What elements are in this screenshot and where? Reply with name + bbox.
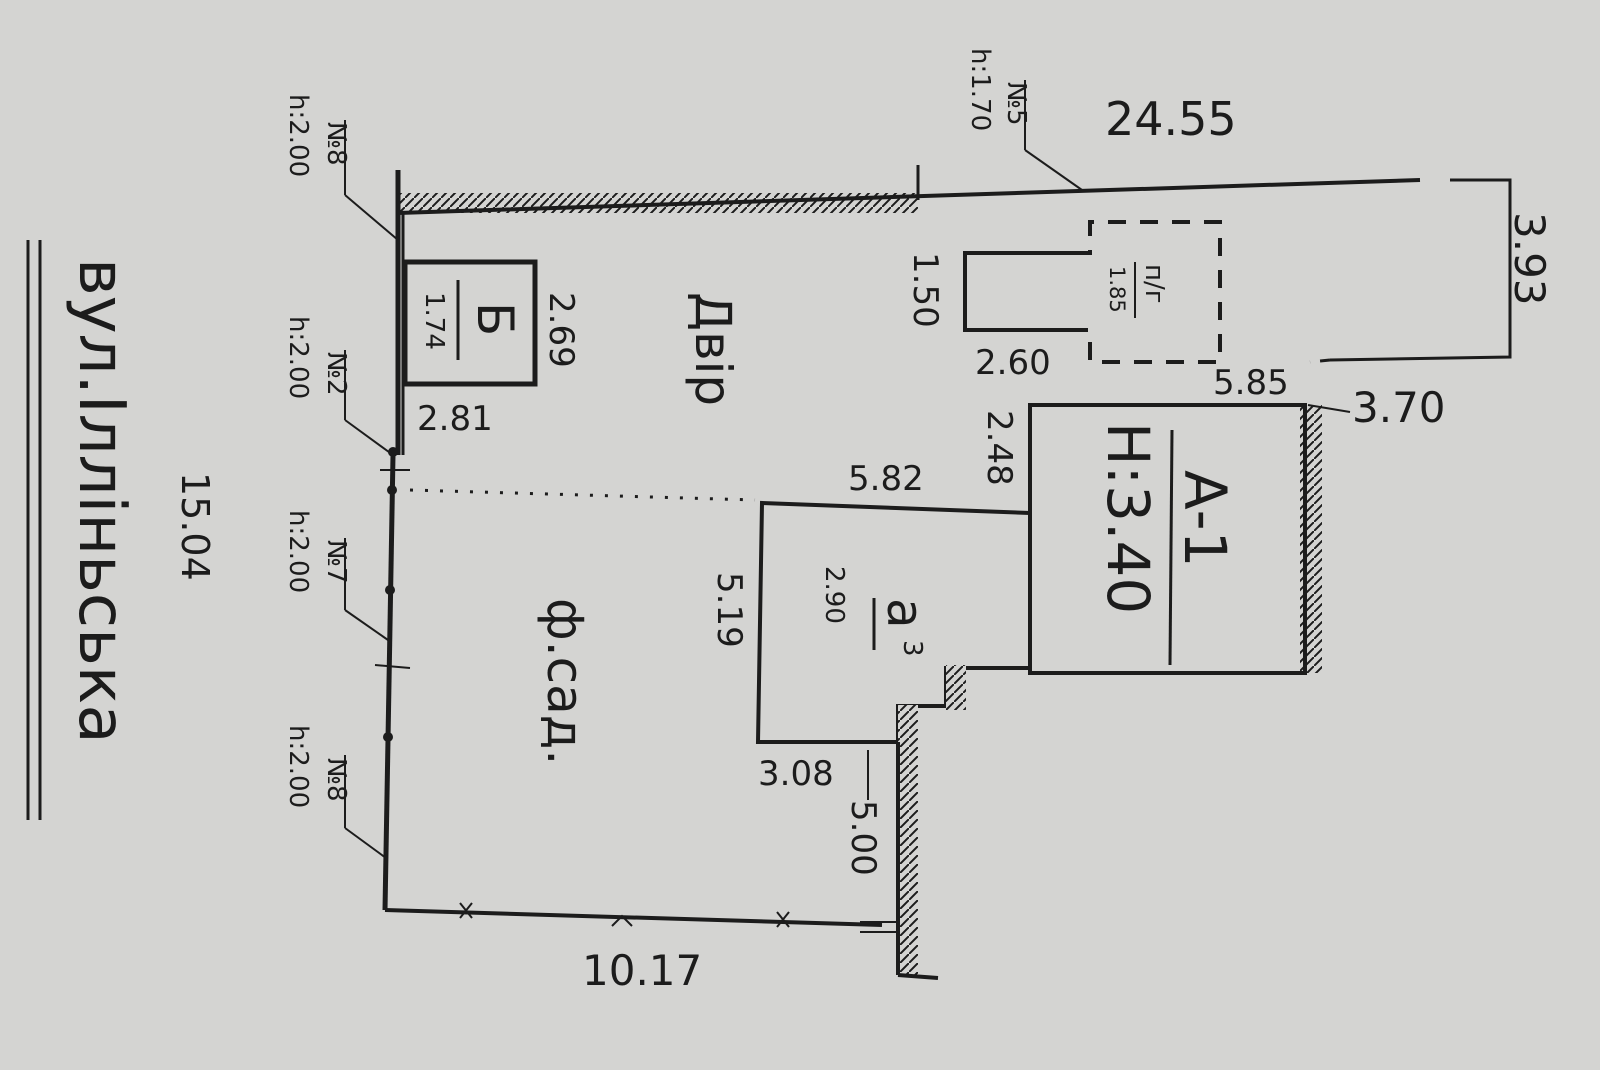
fence-no: №8 [321, 122, 351, 166]
building-b: Б 1.74 [402, 259, 538, 387]
fence-no: №8 [321, 758, 351, 802]
fence-no: №5 [1001, 82, 1031, 126]
building-b-height: 1.74 [419, 292, 449, 350]
fence-callout-2: №2 h:2.00 [283, 316, 394, 456]
dim-annex-step: 5.00 [843, 800, 883, 876]
fence-no: №7 [321, 540, 351, 584]
building-b-letter: Б [466, 302, 524, 336]
dim-cellar-length: 2.60 [975, 343, 1051, 383]
annex-a-height: 2.90 [819, 566, 849, 624]
building-a1-outline [1028, 403, 1307, 675]
yard-label: Двір [684, 292, 742, 406]
annex-a-letter: а [876, 598, 934, 629]
street-label-group: вул.Ілліньська [26, 240, 138, 820]
fence-callout-5: №5 h:1.70 [965, 48, 1083, 191]
building-a1-name: А-1 [1171, 470, 1239, 568]
fence-height: h:2.00 [283, 510, 313, 593]
cellar: п/г 1.85 [963, 220, 1222, 364]
bottom-boundary [384, 902, 902, 933]
dim-a1-side: 2.48 [979, 410, 1019, 486]
dim-b-length: 2.81 [417, 399, 493, 439]
garden-label: ф.сад. [536, 598, 594, 765]
dim-annex-bottom: 3.08 [758, 754, 834, 794]
fence-height: h:2.00 [283, 94, 313, 177]
annex-a-superscript: 3 [897, 640, 927, 657]
building-a1: А-1 Н:3.40 [1028, 403, 1322, 675]
dim-left-length: 15.04 [173, 472, 217, 581]
fence-callout-8-top: №8 h:2.00 [283, 94, 399, 241]
dim-top-length: 24.55 [1105, 92, 1237, 146]
fence-callout-7: №7 h:2.00 [283, 510, 389, 641]
dim-a1-right: 3.70 [1352, 383, 1446, 432]
dim-bottom-length: 10.17 [582, 946, 702, 995]
dim-right-width: 3.93 [1505, 212, 1554, 306]
fence-height: h:2.00 [283, 316, 313, 399]
fence-callout-8-bottom: №8 h:2.00 [283, 725, 387, 859]
annex-a-hatch [946, 665, 966, 710]
building-a1-height: Н:3.40 [1094, 422, 1162, 614]
yard-garden-divider [409, 488, 756, 502]
fence-height: h:1.70 [965, 48, 995, 131]
building-b-outline [402, 259, 538, 387]
dim-annex-top: 5.82 [848, 459, 924, 499]
annex-step-hatch [898, 705, 918, 975]
cellar-height: 1.85 [1105, 266, 1129, 313]
fence-height: h:2.00 [283, 725, 313, 808]
dim-annex-side: 5.19 [709, 572, 749, 648]
fence-no: №2 [321, 352, 351, 396]
annex-a: а 3 2.90 [755, 500, 1031, 980]
dim-b-width: 2.69 [541, 292, 581, 368]
dim-cellar-width: 1.50 [905, 252, 945, 328]
top-boundary [397, 165, 1512, 364]
street-name: вул.Ілліньська [64, 258, 138, 744]
dim-a1-top: 5.85 [1213, 363, 1289, 403]
cellar-letter: п/г [1139, 264, 1169, 303]
